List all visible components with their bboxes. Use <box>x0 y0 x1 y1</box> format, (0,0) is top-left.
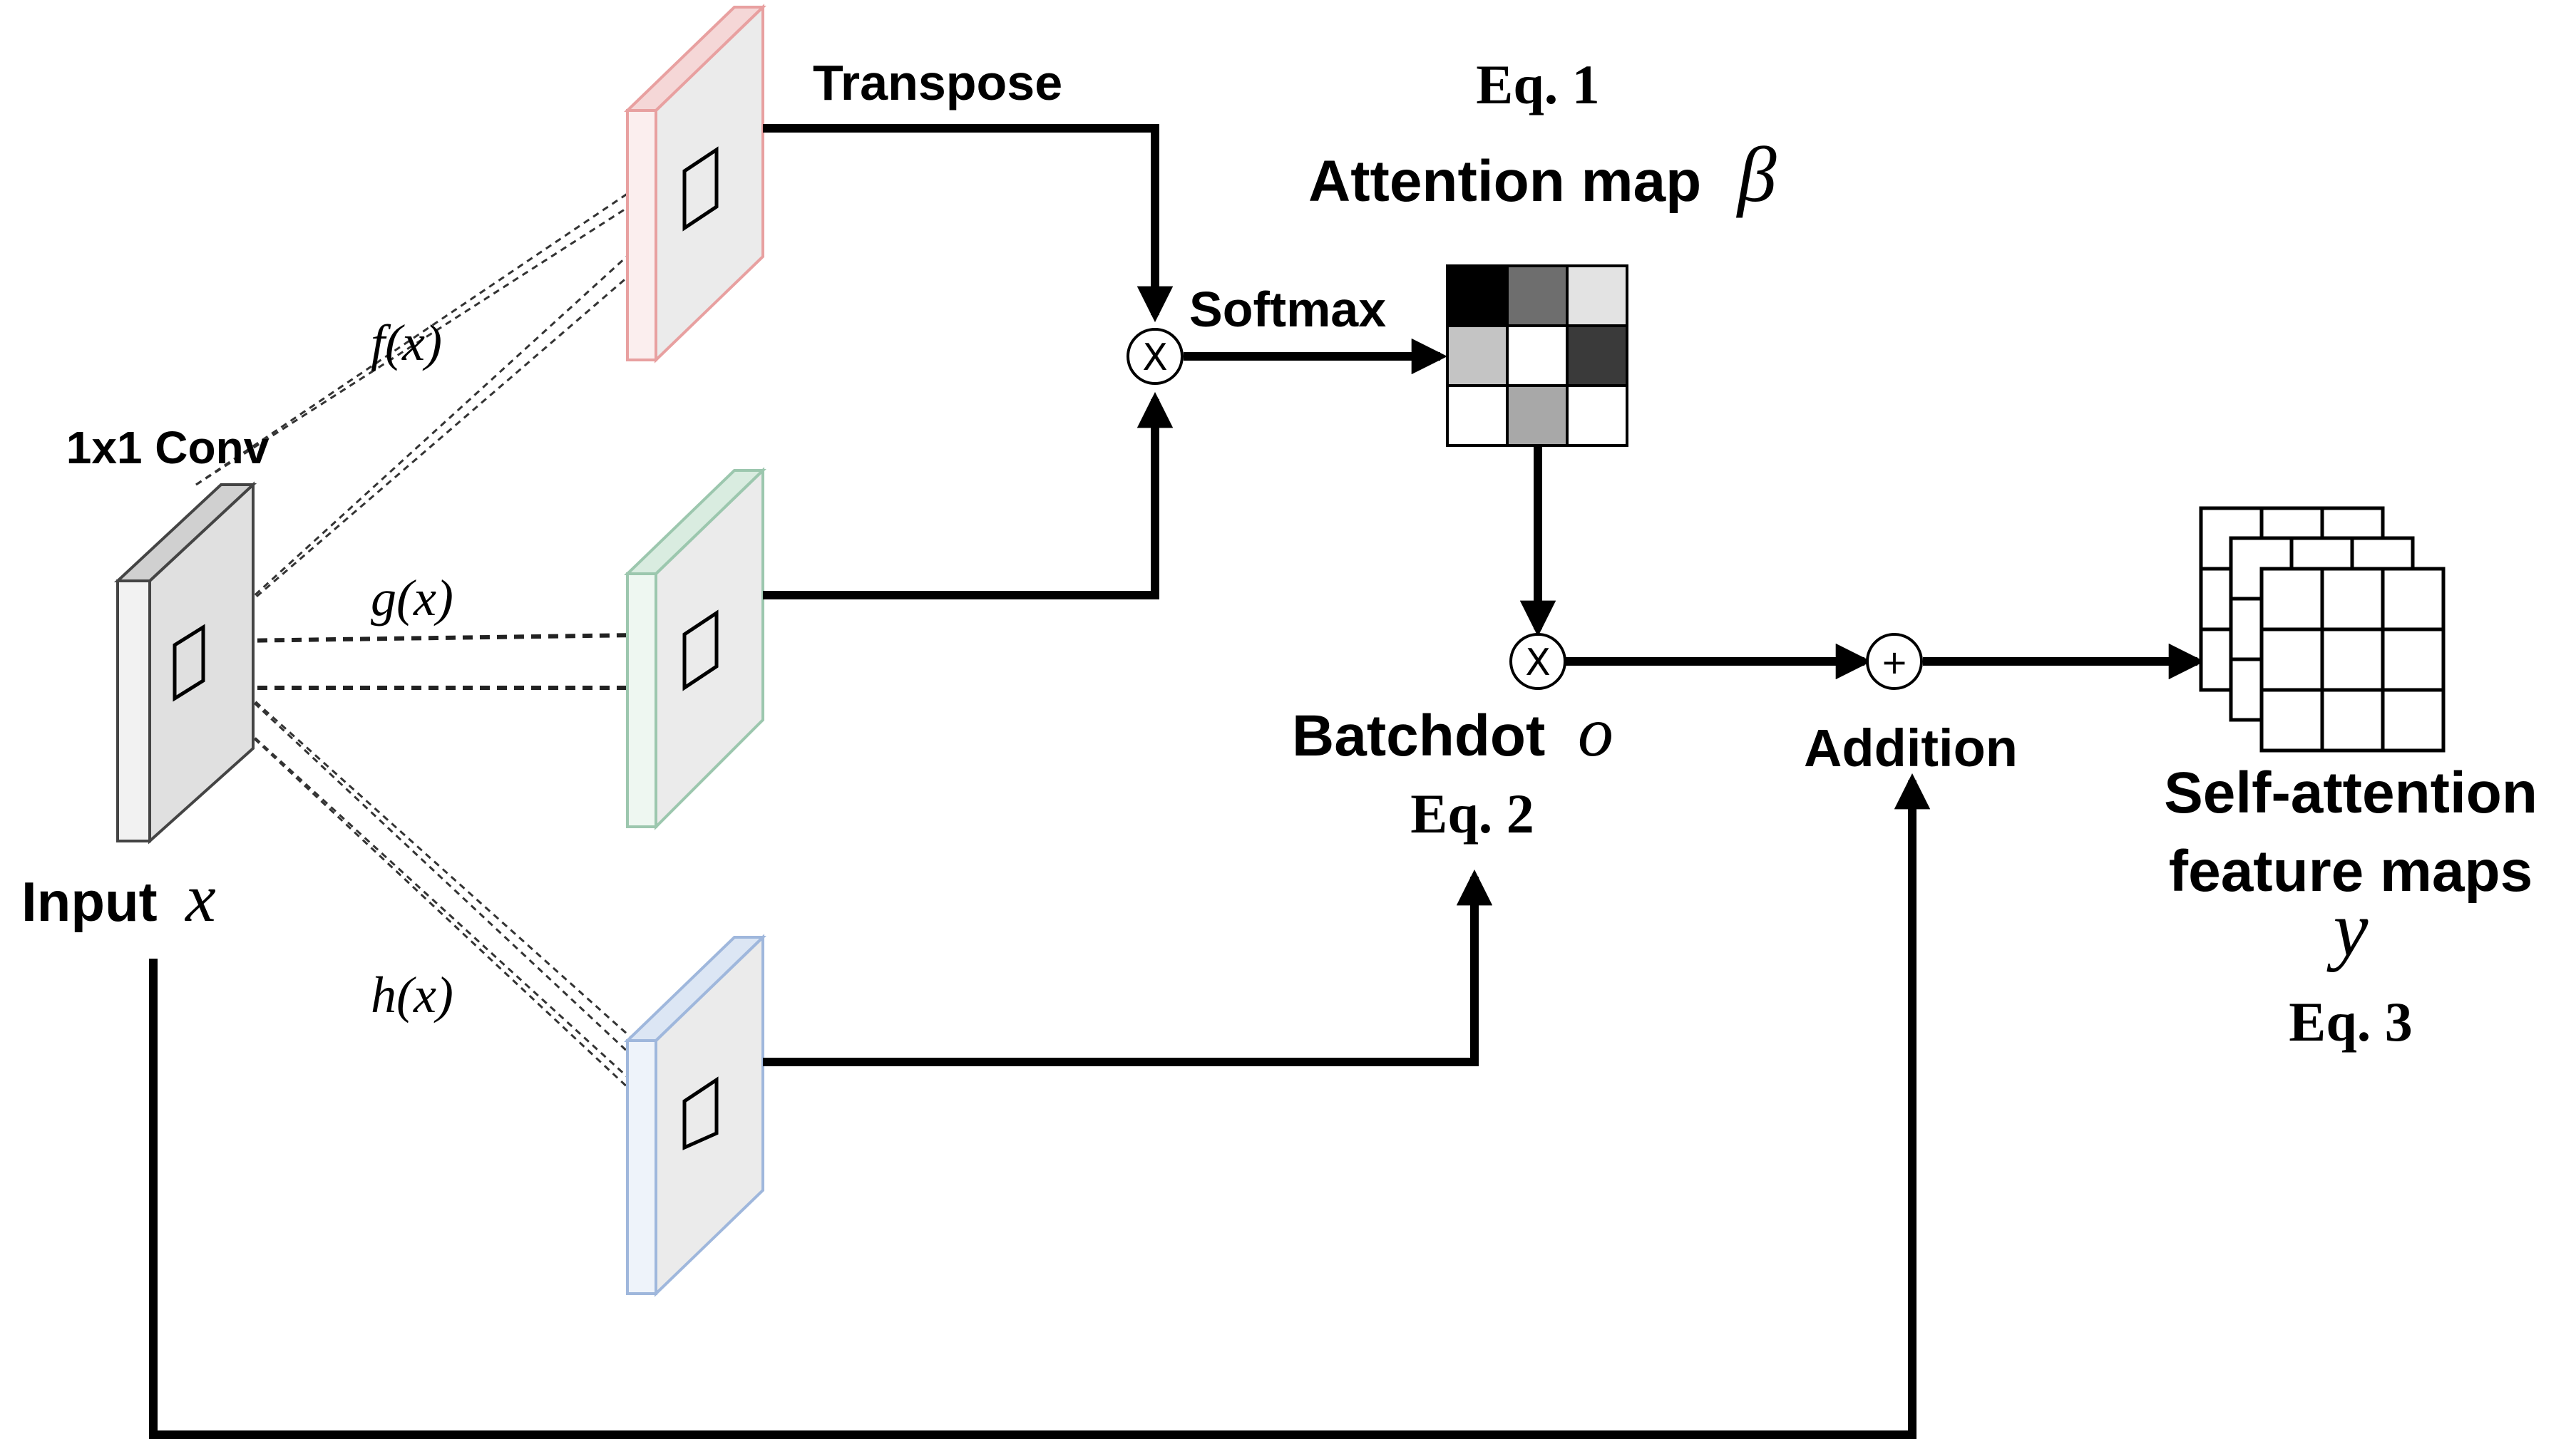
addition-label: Addition <box>1804 718 2018 778</box>
feature-maps-label: feature maps <box>2169 839 2533 904</box>
softmax-label: Softmax <box>1189 282 1386 337</box>
input-label: Input x <box>21 860 216 936</box>
y-label: y <box>2326 885 2369 972</box>
h-branch-block <box>624 934 766 1297</box>
eq3-label: Eq. 3 <box>2289 991 2412 1053</box>
add-operator: + <box>1866 633 1923 690</box>
multiply-operator-top: X <box>1127 328 1184 385</box>
attention-cell-r1-c1 <box>1506 324 1569 387</box>
attention-cell-r2-c0 <box>1446 384 1509 447</box>
attention-cell-r1-c2 <box>1566 324 1628 387</box>
g-branch-block <box>624 467 766 830</box>
transpose-label: Transpose <box>813 55 1062 110</box>
g-label: g(x) <box>371 569 453 626</box>
f-branch-block <box>624 4 766 363</box>
h-to-batchdot-arrow <box>763 869 1493 1066</box>
attention-cell-r2-c1 <box>1506 384 1569 447</box>
input-block <box>113 481 257 845</box>
attention-cell-r0-c1 <box>1506 264 1569 327</box>
projection-lines <box>188 170 689 1142</box>
attention-map-label: Attention map β <box>1308 131 1777 218</box>
attention-cell-r2-c2 <box>1566 384 1628 447</box>
svg-text:X: X <box>1142 336 1168 379</box>
f-label: f(x) <box>371 314 442 371</box>
attention-cell-r1-c0 <box>1446 324 1509 387</box>
attention-map-grid <box>1446 264 1628 447</box>
h-label: h(x) <box>371 966 453 1023</box>
attention-cell-r0-c2 <box>1566 264 1628 327</box>
f-to-multiply-arrow <box>763 124 1174 323</box>
eq1-label: Eq. 1 <box>1476 53 1599 115</box>
residual-connection-arrow <box>149 773 1931 1439</box>
svg-text:+: + <box>1881 643 1909 681</box>
feature-maps-stack <box>2199 506 2446 753</box>
multiply-operator-batchdot: X <box>1509 633 1566 690</box>
self-attention-label: Self-attention <box>2164 760 2537 825</box>
conv-label: 1x1 Conv <box>66 422 270 473</box>
feature-map-front <box>2259 567 2446 753</box>
attention-cell-r0-c0 <box>1446 264 1509 327</box>
connections <box>149 124 2205 1439</box>
g-to-multiply-arrow <box>763 391 1174 599</box>
svg-text:X: X <box>1525 641 1551 684</box>
eq2-label: Eq. 2 <box>1410 783 1534 845</box>
batchdot-label: Batchdot o <box>1292 692 1613 771</box>
